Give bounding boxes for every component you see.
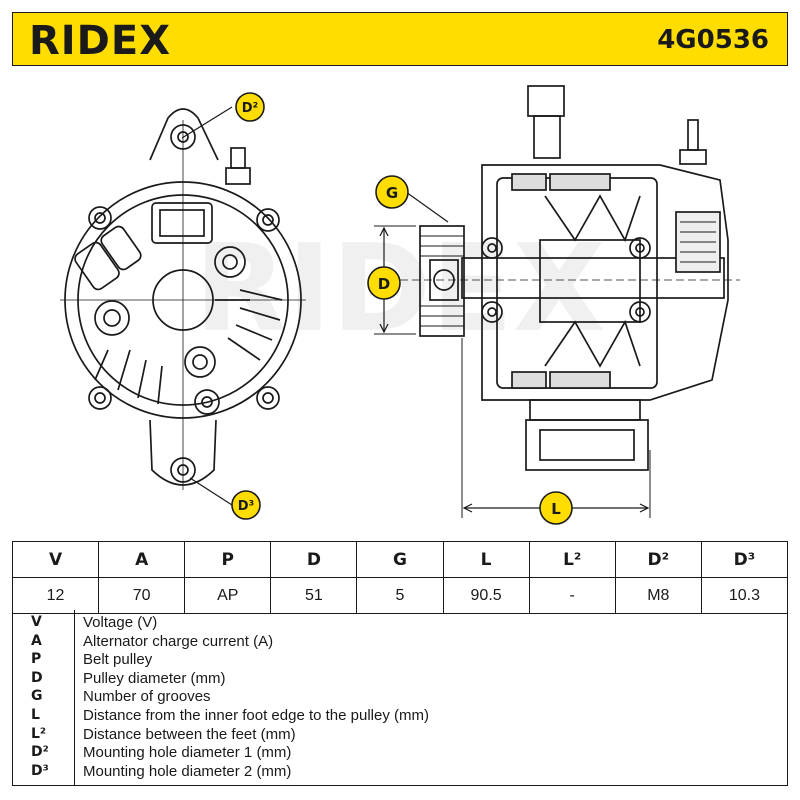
- spec-value: AP: [184, 577, 272, 614]
- legend-row: D² Mounting hole diameter 1 (mm): [13, 744, 787, 763]
- legend-key: D²: [31, 744, 49, 761]
- callout-d3-group: D³: [189, 477, 261, 520]
- spec-table: V A P D G L L² D² D³ 12 70 AP 51 5 90.5 …: [11, 541, 789, 614]
- legend-row: L² Distance between the feet (mm): [13, 726, 787, 745]
- legend-key: V: [31, 614, 42, 630]
- legend-key: G: [31, 688, 43, 705]
- legend-desc: Number of grooves: [83, 688, 211, 706]
- spec-header: P: [184, 541, 272, 578]
- legend-desc: Distance from the inner foot edge to the…: [83, 707, 429, 724]
- spec-value: 51: [270, 577, 358, 614]
- callout-d2: D²: [242, 101, 259, 116]
- dimension-l: L: [461, 338, 651, 525]
- legend-row: L Distance from the inner foot edge to t…: [13, 707, 787, 726]
- callout-l: L: [551, 500, 561, 518]
- spec-value: 12: [11, 577, 100, 614]
- spec-value: 90.5: [442, 577, 530, 614]
- legend-row: G Number of grooves: [13, 688, 787, 707]
- legend-row: V Voltage (V): [13, 614, 787, 633]
- legend-desc: Alternator charge current (A): [83, 632, 274, 650]
- legend-key: L²: [31, 725, 47, 742]
- header-bar: RIDEX 4G0536: [12, 12, 788, 66]
- spec-value: 5: [356, 577, 444, 614]
- legend-key: A: [31, 632, 42, 649]
- legend-desc: Mounting hole diameter 1 (mm): [83, 744, 292, 762]
- technical-drawing: RIDEX: [0, 70, 800, 538]
- spec-header: G: [356, 541, 444, 578]
- legend-row: D Pulley diameter (mm): [13, 670, 787, 689]
- brand-logo: RIDEX: [29, 18, 172, 64]
- spec-value-row: 12 70 AP 51 5 90.5 - M8 10.3: [11, 577, 789, 614]
- legend-desc: Pulley diameter (mm): [83, 669, 226, 687]
- spec-value: M8: [614, 577, 702, 614]
- spec-value: 70: [98, 577, 186, 614]
- spec-header: D²: [614, 541, 702, 578]
- legend-desc: Voltage (V): [83, 614, 158, 631]
- callout-g-group: G: [375, 175, 449, 223]
- callout-d2-group: D²: [181, 92, 265, 139]
- dimension-d: D: [367, 225, 416, 335]
- front-view: [60, 108, 306, 490]
- legend-divider: [74, 610, 75, 785]
- spec-header: L²: [528, 541, 616, 578]
- spec-value: 10.3: [700, 577, 789, 614]
- legend-desc: Mounting hole diameter 2 (mm): [83, 762, 292, 780]
- spec-header-row: V A P D G L L² D² D³: [11, 541, 789, 578]
- legend-desc: Distance between the feet (mm): [83, 725, 296, 743]
- legend-key: D³: [31, 762, 49, 779]
- legend-key: P: [31, 651, 42, 668]
- spec-header: L: [442, 541, 530, 578]
- spec-header: A: [98, 541, 186, 578]
- side-view: [400, 85, 740, 471]
- spec-header: V: [11, 541, 100, 578]
- spec-header: D: [270, 541, 358, 578]
- legend: V Voltage (V) A Alternator charge curren…: [12, 610, 788, 786]
- part-number: 4G0536: [657, 25, 769, 55]
- callout-d: D: [378, 275, 390, 293]
- legend-row: D³ Mounting hole diameter 2 (mm): [13, 763, 787, 782]
- callout-g: G: [386, 184, 398, 202]
- callout-d3: D³: [238, 499, 255, 514]
- legend-row: A Alternator charge current (A): [13, 633, 787, 652]
- legend-key: L: [31, 707, 40, 723]
- legend-key: D: [31, 669, 43, 686]
- legend-row: P Belt pulley: [13, 651, 787, 670]
- legend-desc: Belt pulley: [83, 651, 153, 669]
- spec-value: -: [528, 577, 616, 614]
- spec-header: D³: [700, 541, 789, 578]
- watermark: RIDEX: [194, 220, 605, 359]
